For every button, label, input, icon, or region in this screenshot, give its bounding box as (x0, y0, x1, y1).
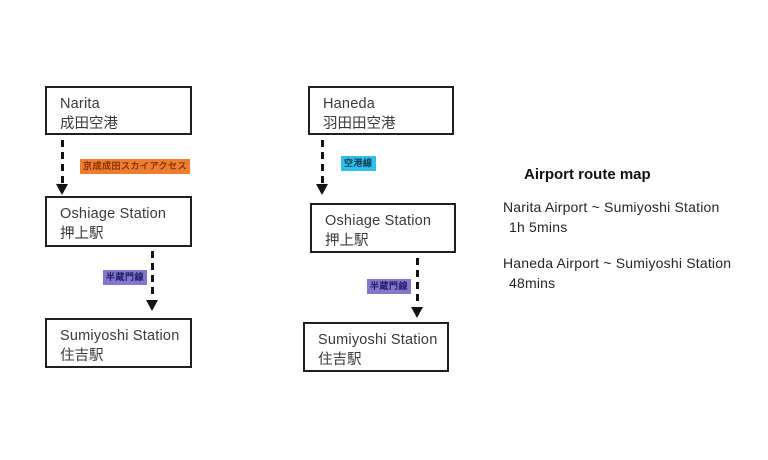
dashed-line (320, 140, 324, 183)
narita-airport-box: Narita 成田空港 (45, 86, 192, 135)
down-arrow-icon (409, 258, 425, 318)
station-name-ja: 成田空港 (60, 116, 118, 132)
station-name-en: Narita (60, 96, 100, 112)
down-arrow-icon (314, 140, 330, 195)
dashed-line (60, 140, 64, 183)
station-name-en: Sumiyoshi Station (60, 328, 180, 344)
station-name-ja: 羽田田空港 (323, 116, 396, 132)
oshiage-station-box-haneda: Oshiage Station 押上駅 (310, 203, 456, 253)
down-arrow-icon (144, 251, 160, 311)
station-name-ja: 住吉駅 (60, 348, 104, 364)
station-name-ja: 押上駅 (325, 233, 369, 249)
line-label-hanzomon-line: 半蔵門線 (103, 270, 148, 285)
route-narita-duration: 1h 5mins (509, 219, 568, 235)
down-arrow-icon (54, 140, 70, 195)
haneda-airport-box: Haneda 羽田田空港 (308, 86, 454, 135)
station-name-en: Oshiage Station (325, 213, 432, 229)
info-panel-title: Airport route map (524, 166, 651, 183)
sumiyoshi-station-box-narita: Sumiyoshi Station 住吉駅 (45, 318, 192, 368)
line-label-airport-line: 空港線 (341, 156, 376, 171)
dashed-line (415, 258, 419, 306)
route-haneda-description: Haneda Airport ~ Sumiyoshi Station (503, 255, 732, 271)
route-narita-description: Narita Airport ~ Sumiyoshi Station (503, 199, 720, 215)
station-name-en: Haneda (323, 96, 375, 112)
station-name-ja: 住吉駅 (318, 352, 362, 368)
arrowhead (411, 307, 423, 318)
arrowhead (146, 300, 158, 311)
station-name-en: Sumiyoshi Station (318, 332, 438, 348)
dashed-line (150, 251, 154, 299)
station-name-en: Oshiage Station (60, 206, 167, 222)
station-name-ja: 押上駅 (60, 226, 104, 242)
line-label-keisei-narita-sky-access: 京成成田スカイアクセス (80, 159, 191, 174)
route-haneda-duration: 48mins (509, 275, 556, 291)
arrowhead (56, 184, 68, 195)
arrowhead (316, 184, 328, 195)
oshiage-station-box-narita: Oshiage Station 押上駅 (45, 196, 192, 247)
sumiyoshi-station-box-haneda: Sumiyoshi Station 住吉駅 (303, 322, 449, 372)
line-label-hanzomon-line: 半蔵門線 (367, 279, 412, 294)
